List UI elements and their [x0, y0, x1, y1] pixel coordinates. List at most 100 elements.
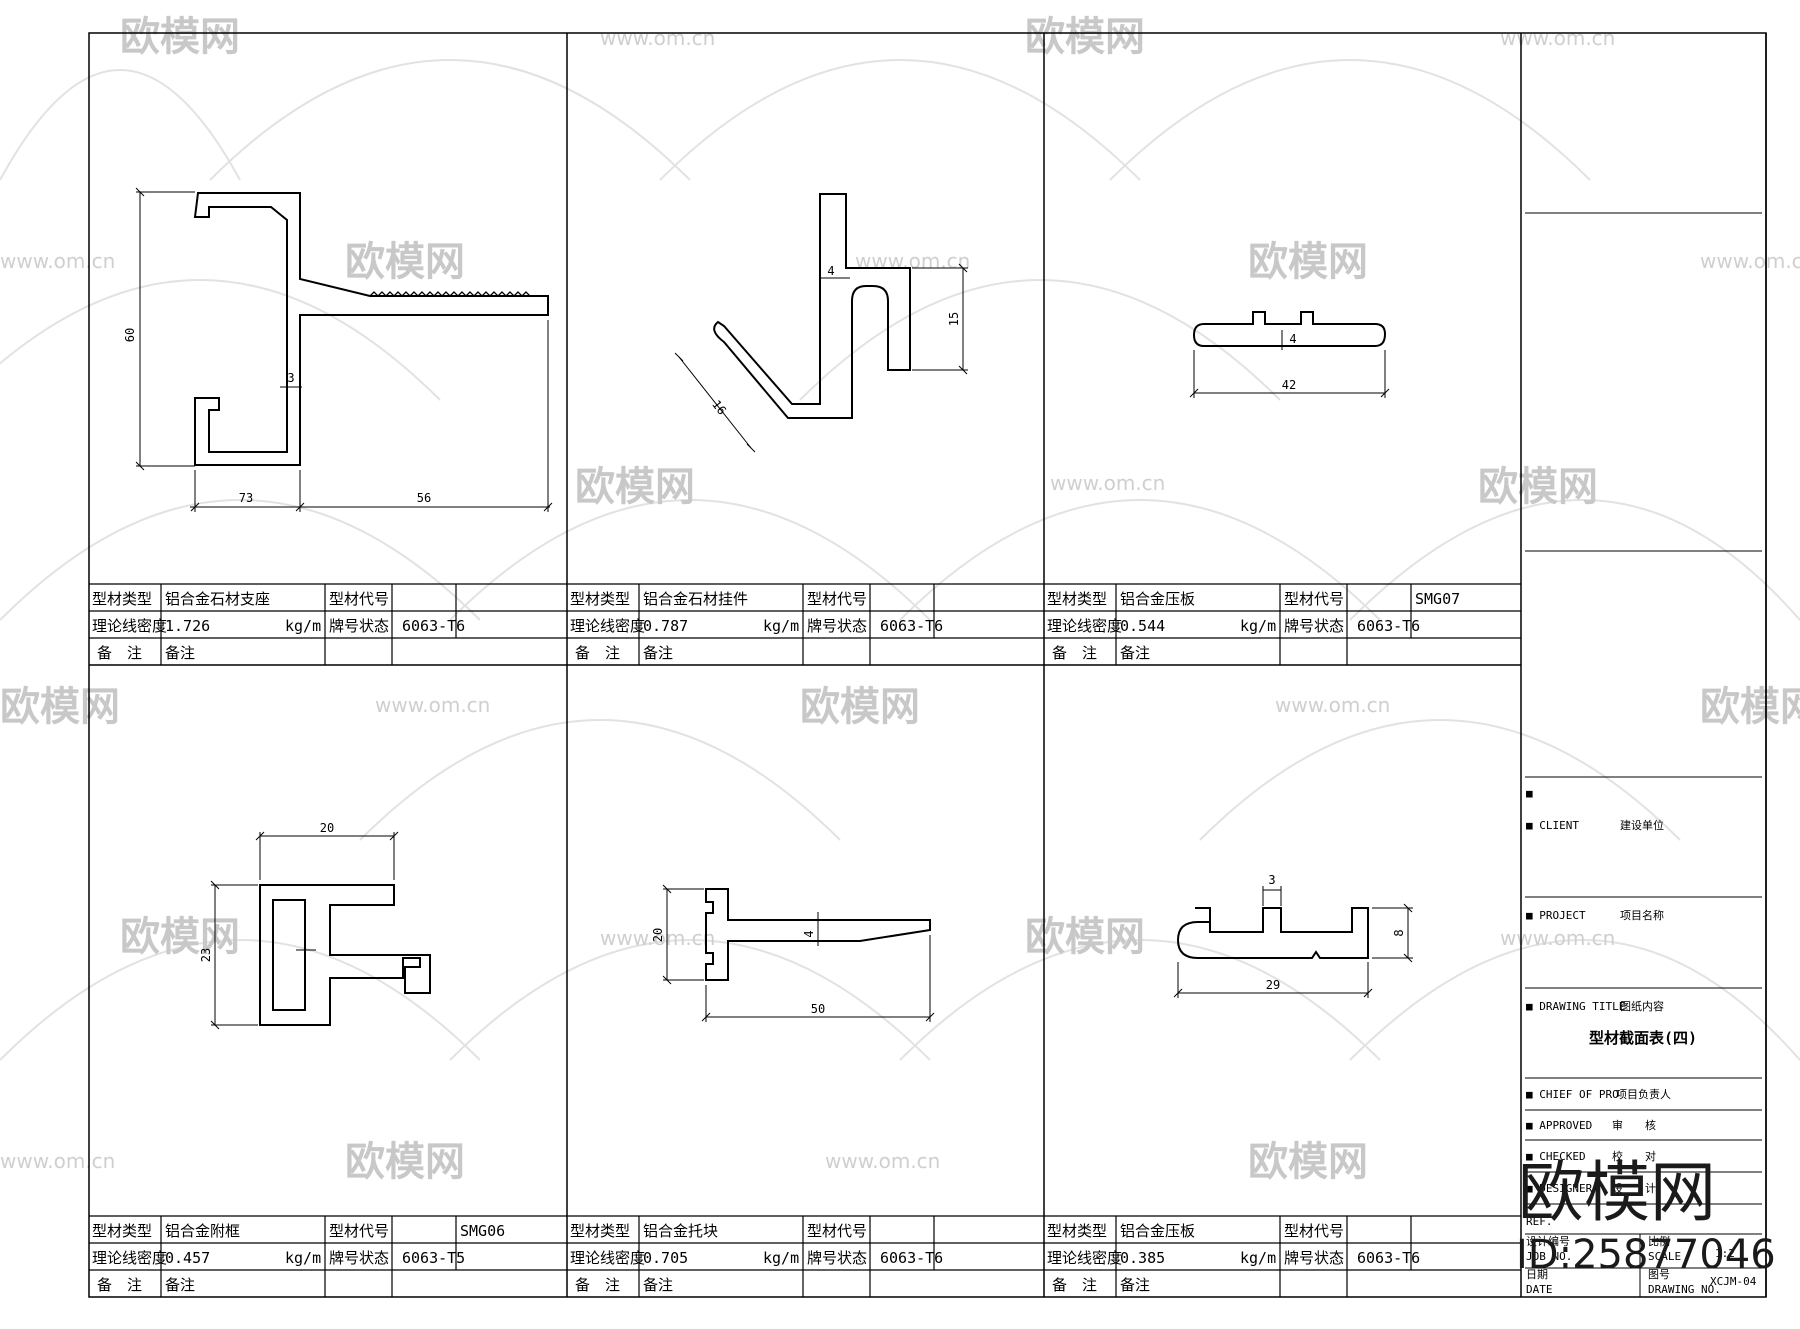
- label-temper: 牌号状态: [1284, 617, 1344, 635]
- wm-url: www.om.cn: [600, 26, 715, 50]
- profile-press-plate-b-dims: [1173, 886, 1413, 998]
- label-type: 型材类型: [92, 590, 152, 608]
- profile-stone-hanger-dims: [674, 263, 968, 453]
- dim-label: 4: [1289, 332, 1296, 346]
- wm-url: www.om.cn: [855, 249, 970, 273]
- dim-label: 16: [709, 398, 729, 418]
- tb-approved-en: ■ APPROVED: [1526, 1119, 1592, 1132]
- label-remark: 备 注: [1052, 644, 1097, 662]
- label-temper: 牌号状态: [329, 1249, 389, 1267]
- dim-label: 8: [1392, 929, 1406, 936]
- wm-url: www.om.cn: [600, 926, 715, 950]
- label-type: 型材类型: [570, 1222, 630, 1240]
- label-code: 型材代号: [807, 590, 867, 608]
- tb-chief-cn: 项目负责人: [1616, 1087, 1671, 1101]
- remark-value: 备注: [1120, 644, 1150, 662]
- wm-brand-large: 欧模网: [1518, 1154, 1716, 1231]
- tb-dwg-value: XCJM-04: [1710, 1275, 1757, 1288]
- dim-label: 20: [651, 928, 665, 942]
- wm-brand: 欧模网: [120, 914, 240, 960]
- spec-table-grid: [89, 583, 1521, 1271]
- label-density: 理论线密度: [570, 1249, 645, 1267]
- label-temper: 牌号状态: [1284, 1249, 1344, 1267]
- label-code: 型材代号: [1284, 1222, 1344, 1240]
- profile-sub-frame-dims: [210, 831, 399, 1030]
- hanger-outline: [713, 193, 911, 419]
- profile-density: 0.787: [643, 617, 688, 635]
- title-block-grid: [1525, 212, 1762, 1297]
- tb-chief-en: ■ CHIEF OF PRO: [1526, 1088, 1619, 1101]
- label-temper: 牌号状态: [329, 617, 389, 635]
- profile-temper: 6063-T6: [880, 617, 943, 635]
- wm-url: www.om.cn: [825, 1149, 940, 1173]
- label-type: 型材类型: [1047, 1222, 1107, 1240]
- profile-press-plate-a-dims: [1189, 330, 1390, 398]
- label-type: 型材类型: [570, 590, 630, 608]
- label-density: 理论线密度: [1047, 1249, 1122, 1267]
- wm-url: www.om.cn: [0, 1149, 115, 1173]
- profile-stone-bracket-dims: [135, 187, 553, 512]
- tb-checked-en: ■ CHECKED: [1526, 1150, 1586, 1163]
- wm-brand: 欧模网: [1478, 464, 1598, 510]
- title-block-text: ■ ■ CLIENT 建设单位 ■ PROJECT 项目名称 ■ DRAWING…: [1526, 787, 1757, 1296]
- dim-label: 15: [947, 312, 961, 326]
- profile-stone-hanger: [713, 193, 911, 419]
- watermark-text-layer: 欧模网 欧模网 欧模网 欧模网 欧模网 欧模网 欧模网 欧模网 欧模网 欧模网 …: [0, 14, 1800, 1185]
- profile-support-block-dims: [662, 884, 935, 1022]
- profile-temper: 6063-T6: [402, 617, 465, 635]
- label-density: 理论线密度: [92, 617, 167, 635]
- wm-brand: 欧模网: [800, 684, 920, 730]
- profile-temper: 6063-T5: [402, 1249, 465, 1267]
- label-unit: kg/m: [763, 1249, 799, 1267]
- dim-label: 4: [827, 264, 834, 278]
- label-remark: 备 注: [575, 644, 620, 662]
- wm-brand: 欧模网: [1025, 914, 1145, 960]
- label-unit: kg/m: [285, 617, 321, 635]
- label-type: 型材类型: [92, 1222, 152, 1240]
- sub-frame-inner: [272, 899, 306, 1011]
- tb-project-en: ■ PROJECT: [1526, 909, 1586, 922]
- wm-brand: 欧模网: [0, 684, 120, 730]
- tb-scale-cn: 比例: [1648, 1234, 1670, 1248]
- profile-press-plate-a: [1192, 311, 1387, 347]
- profile-density: 0.544: [1120, 617, 1165, 635]
- profile-density: 0.385: [1120, 1249, 1165, 1267]
- tb-client-en: ■ CLIENT: [1526, 819, 1579, 832]
- tb-bullet: ■: [1526, 787, 1533, 800]
- wm-brand: 欧模网: [1025, 14, 1145, 60]
- tb-title-en: ■ DRAWING TITLE: [1526, 1000, 1625, 1013]
- profile-sub-frame: [259, 884, 431, 1026]
- dim-label: 60: [123, 328, 137, 342]
- label-remark: 备 注: [575, 1276, 620, 1294]
- label-temper: 牌号状态: [807, 617, 867, 635]
- tb-date-en: DATE: [1526, 1283, 1553, 1296]
- wm-brand: 欧模网: [1700, 684, 1800, 730]
- wm-url: www.om.cn: [1500, 26, 1615, 50]
- tb-project-cn: 项目名称: [1620, 908, 1664, 922]
- label-code: 型材代号: [329, 1222, 389, 1240]
- press-plate-outline: [1192, 311, 1387, 347]
- profile-stone-bracket: [193, 192, 549, 466]
- dim-label: 50: [811, 1002, 825, 1016]
- label-unit: kg/m: [1240, 1249, 1276, 1267]
- tb-approved-cn: 审 核: [1612, 1118, 1656, 1132]
- wm-brand: 欧模网: [575, 464, 695, 510]
- dim-label: 20: [320, 821, 334, 835]
- press-plate-b-outline: [1176, 907, 1369, 959]
- profile-code: SMG06: [460, 1222, 505, 1240]
- tb-job-en: JOB NO.: [1526, 1250, 1572, 1263]
- profile-density: 0.705: [643, 1249, 688, 1267]
- wm-url: www.om.cn: [1275, 693, 1390, 717]
- dim-label: 29: [1266, 978, 1280, 992]
- wm-brand: 欧模网: [345, 239, 465, 285]
- wm-id: ID:25877046: [1516, 1232, 1776, 1278]
- remark-value: 备注: [165, 644, 195, 662]
- profile-type: 铝合金石材挂件: [643, 590, 748, 608]
- profile-type: 铝合金附框: [165, 1222, 240, 1240]
- sheet-frame: [88, 32, 1767, 1298]
- dim-label: 56: [417, 491, 431, 505]
- label-density: 理论线密度: [1047, 617, 1122, 635]
- wm-brand: 欧模网: [120, 14, 240, 60]
